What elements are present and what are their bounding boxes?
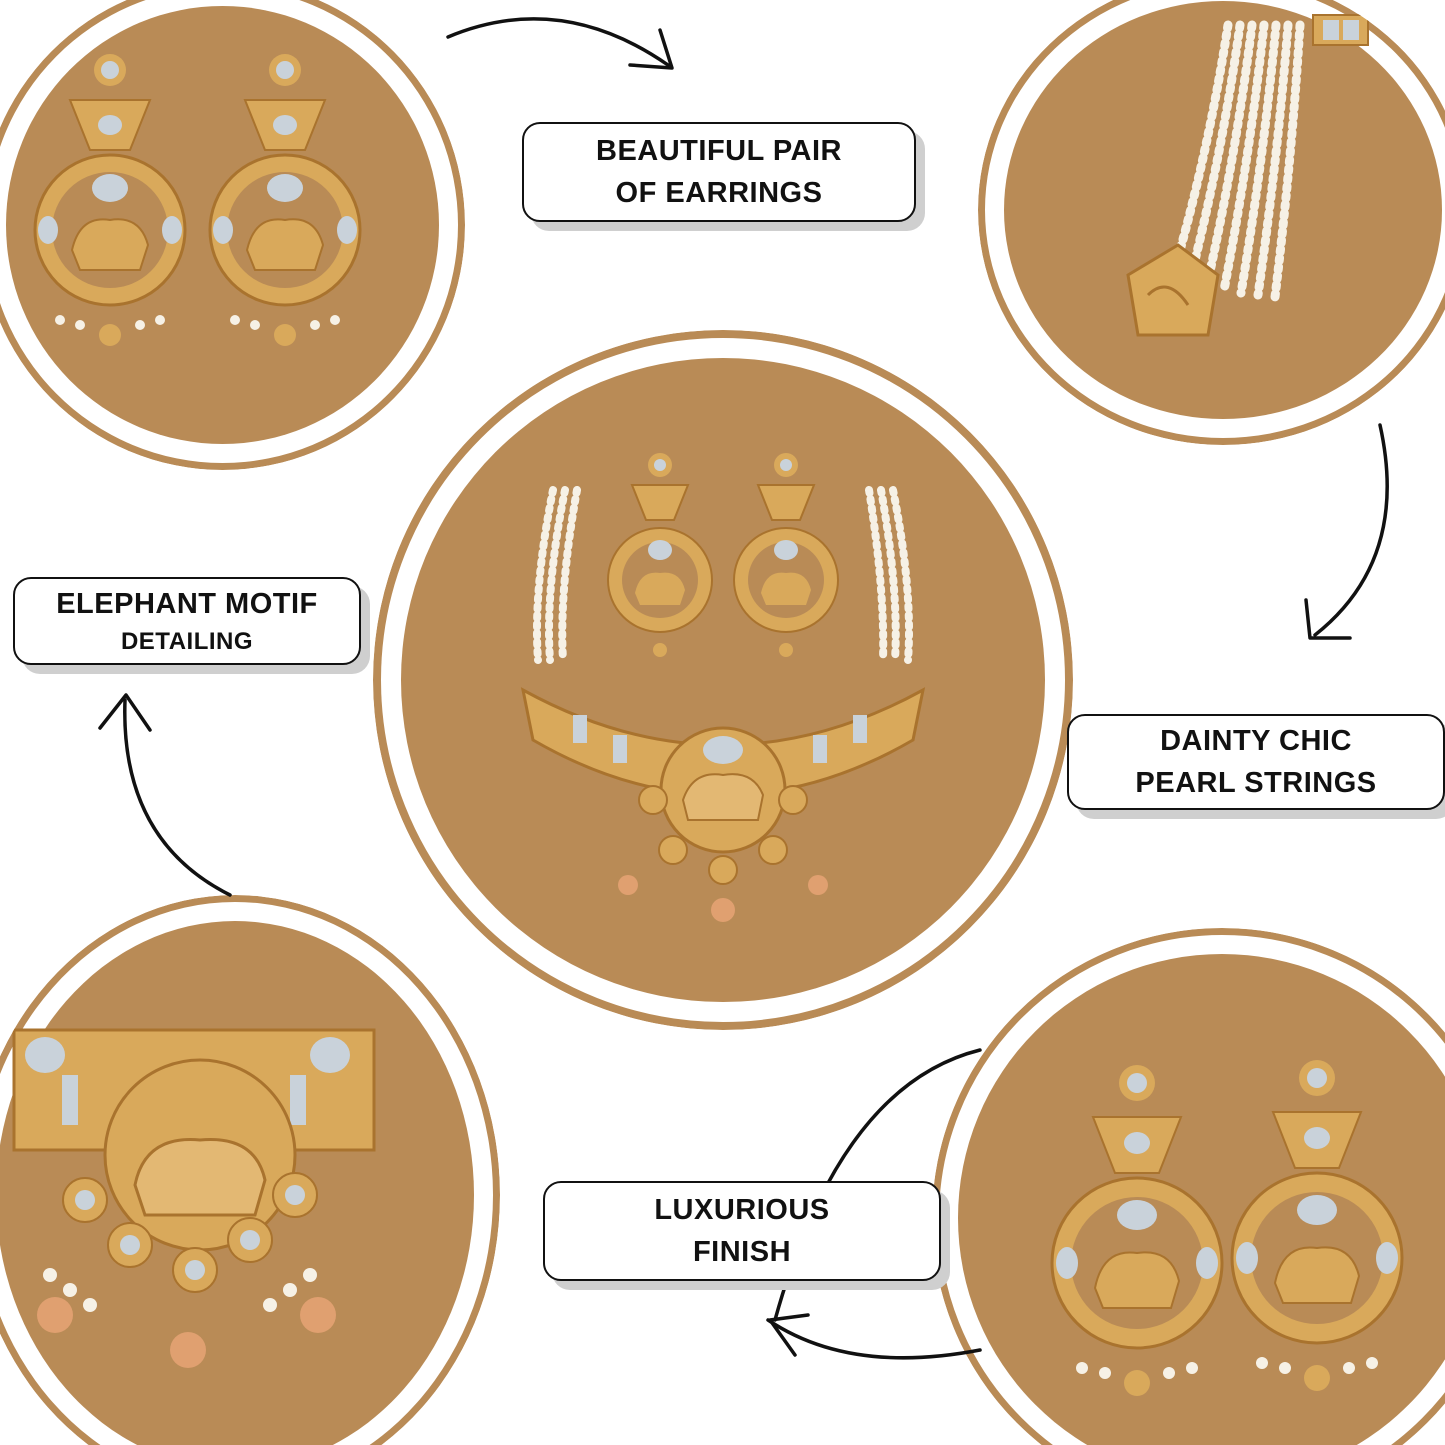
- elephant-pendant-illustration: [12, 1028, 376, 1368]
- necklace-set-illustration: [520, 453, 926, 922]
- finish-label-line2: FINISH: [692, 1236, 792, 1268]
- pearl-strings-illustration: [1126, 14, 1369, 337]
- elephant-pendant-closeup-photo: [0, 895, 500, 1445]
- elephant-label-line2: DETAILING: [120, 627, 254, 655]
- pearls-feature-label: DAINTY CHIC PEARL STRINGS: [1067, 714, 1445, 810]
- earring-left: [33, 54, 187, 346]
- pearl-strings-closeup-photo: [978, 0, 1445, 445]
- arrow-to-earrings-label-icon: [446, 17, 674, 70]
- earrings-label-line1: BEAUTIFUL PAIR: [596, 134, 842, 167]
- earring-right: [208, 54, 362, 346]
- finish-feature-label: LUXURIOUS FINISH: [543, 1181, 941, 1281]
- finish-label-line1: LUXURIOUS: [654, 1193, 830, 1226]
- earrings-feature-label: BEAUTIFUL PAIR OF EARRINGS: [522, 122, 916, 222]
- pearls-label-line1: DAINTY CHIC: [1160, 724, 1352, 757]
- earrings-finish-illustration: [1050, 1060, 1404, 1396]
- full-necklace-set-photo: [373, 330, 1073, 1030]
- elephant-feature-label: ELEPHANT MOTIF DETAILING: [13, 577, 361, 665]
- arrow-to-pearls-label-icon: [1304, 423, 1389, 640]
- arrow-to-elephant-label-icon: [98, 693, 232, 897]
- earrings-label-line2: OF EARRINGS: [615, 177, 823, 209]
- earrings-closeup-photo: [0, 0, 465, 470]
- earrings-illustration: [33, 54, 362, 346]
- elephant-label-line1: ELEPHANT MOTIF: [56, 587, 318, 620]
- pearls-label-line2: PEARL STRINGS: [1135, 767, 1377, 799]
